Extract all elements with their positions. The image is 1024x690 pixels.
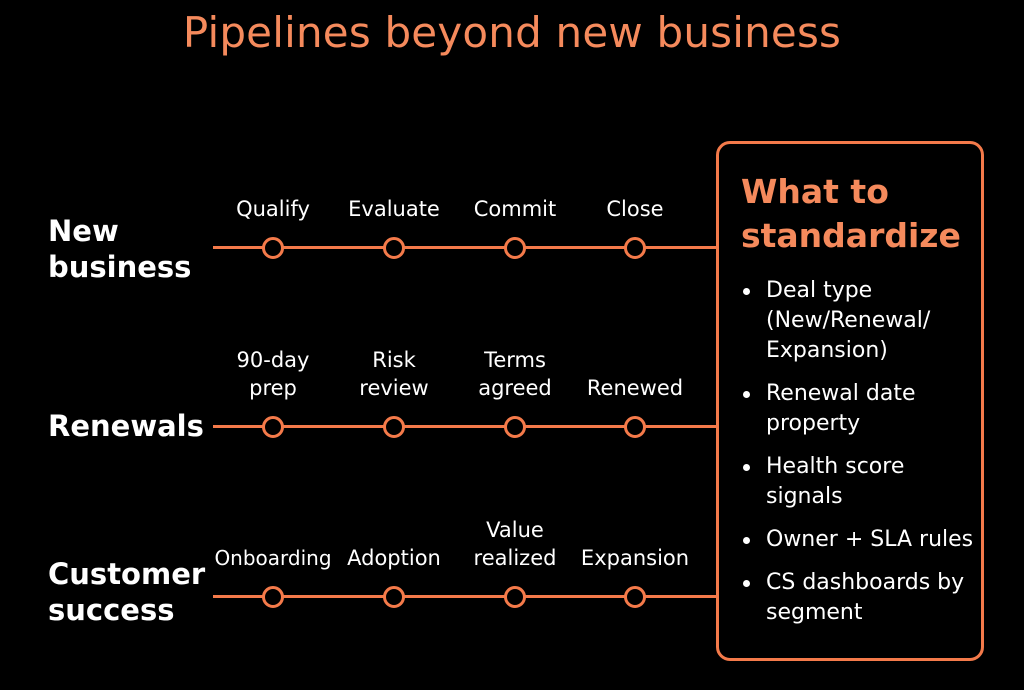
- bullet-icon: [743, 288, 750, 295]
- list-item-text: Owner + SLA rules: [766, 527, 974, 552]
- stage-node: [624, 416, 646, 438]
- stage-node: [383, 416, 405, 438]
- stage-node: [383, 586, 405, 608]
- pipeline-track-renewals: [213, 425, 716, 428]
- list-item-text: CS dashboards by segment: [766, 570, 965, 625]
- list-item-text: Deal type (New/Renewal/ Expansion): [766, 278, 931, 363]
- pipeline-track-customer-success: [213, 595, 716, 598]
- bullet-icon: [743, 580, 750, 587]
- stage-label: Risk review: [359, 348, 429, 400]
- list-item: Deal type (New/Renewal/ Expansion): [741, 276, 981, 366]
- stage-label: Adoption: [347, 546, 441, 570]
- list-item: Renewal date property: [741, 379, 981, 439]
- list-item: Health score signals: [741, 452, 981, 512]
- stage-node: [262, 237, 284, 259]
- stage-node: [262, 416, 284, 438]
- bullet-icon: [743, 537, 750, 544]
- stage-label: Expansion: [580, 546, 690, 570]
- stage-node: [624, 237, 646, 259]
- row-label-customer-success: Customer success: [48, 557, 206, 627]
- row-label-renewals: Renewals: [48, 409, 204, 443]
- stage-label: Onboarding: [214, 546, 332, 570]
- stage-label: Close: [606, 197, 664, 221]
- stage-label: 90-day prep: [236, 348, 310, 400]
- standardize-list: Deal type (New/Renewal/ Expansion) Renew…: [741, 276, 981, 641]
- stage-node: [262, 586, 284, 608]
- stage-node: [504, 416, 526, 438]
- stage-node: [624, 586, 646, 608]
- standardize-panel: What to standardize Deal type (New/Renew…: [716, 141, 984, 661]
- row-label-new-business: New business: [48, 214, 192, 284]
- list-item: CS dashboards by segment: [741, 568, 981, 628]
- stage-label: Evaluate: [348, 197, 440, 221]
- page-title: Pipelines beyond new business: [182, 8, 842, 57]
- stage-label: Renewed: [586, 376, 684, 400]
- pipeline-track-new-business: [213, 246, 716, 249]
- stage-node: [383, 237, 405, 259]
- stage-node: [504, 586, 526, 608]
- panel-heading: What to standardize: [741, 172, 961, 255]
- list-item-text: Renewal date property: [766, 381, 916, 436]
- stage-label: Qualify: [236, 197, 310, 221]
- stage-node: [504, 237, 526, 259]
- bullet-icon: [743, 391, 750, 398]
- stage-label: Terms agreed: [478, 348, 552, 400]
- list-item: Owner + SLA rules: [741, 525, 981, 555]
- list-item-text: Health score signals: [766, 454, 905, 509]
- stage-label: Commit: [473, 197, 557, 221]
- stage-label: Value realized: [473, 518, 557, 570]
- bullet-icon: [743, 464, 750, 471]
